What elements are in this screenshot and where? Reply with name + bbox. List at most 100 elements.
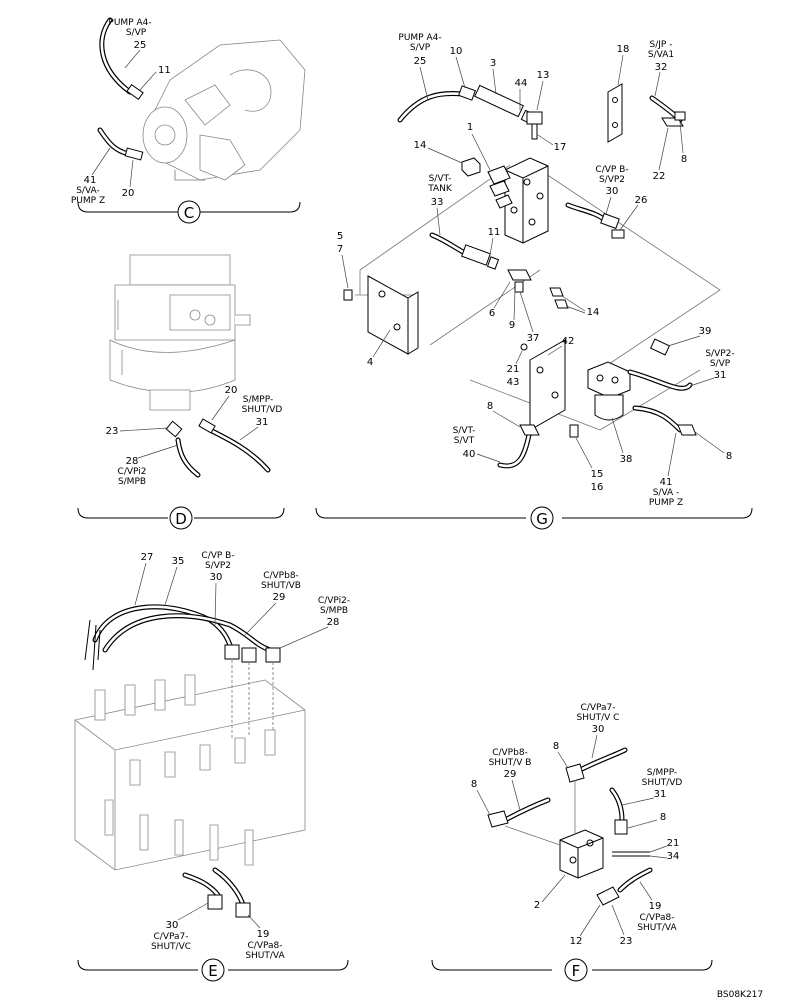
label-pump-a4: PUMP A4- xyxy=(398,33,441,43)
label-c-vpb8: C/VPb8- xyxy=(492,748,528,758)
part-number: 29 xyxy=(273,592,286,603)
label-shut-va: SHUT/VA xyxy=(637,923,677,933)
label-c-vpi2: C/VPi2 xyxy=(118,467,147,477)
part-number: 20 xyxy=(225,385,238,396)
label-c-vpb8: C/VPb8- xyxy=(263,571,299,581)
part-number: 37 xyxy=(527,333,540,344)
label-s-vt: S/VT- xyxy=(453,426,476,436)
part-number: 7 xyxy=(337,244,343,255)
view-tag-f: F xyxy=(572,962,581,980)
pump-sketch-c xyxy=(142,39,306,181)
part-number: 9 xyxy=(509,320,515,331)
part-number: 25 xyxy=(414,56,427,67)
part-number: 8 xyxy=(681,154,687,165)
part-number: 34 xyxy=(667,851,680,862)
label-s-vp2: S/VP2- xyxy=(705,349,734,359)
label-s-vp: S/VP xyxy=(710,359,731,369)
label-s-vp: S/VP xyxy=(410,43,431,53)
part-number: 8 xyxy=(553,741,559,752)
part-number: 4 xyxy=(367,357,373,368)
part-number: 33 xyxy=(431,197,444,208)
part-number: 2 xyxy=(534,900,540,911)
label-s-mpb: S/MPB xyxy=(320,606,348,616)
view-g: PUMP A4- S/VP 25 10 3 44 13 17 18 S/JP -… xyxy=(315,33,753,530)
part-number: 31 xyxy=(654,789,667,800)
view-c: PUMP A4- S/VP 25 11 41 S/VA- PUMP Z 20 C xyxy=(71,17,306,224)
part-number: 22 xyxy=(653,171,666,182)
label-c-vpb: C/VP B- xyxy=(201,551,234,561)
pump-sketch-d xyxy=(109,254,251,411)
part-number: 17 xyxy=(554,142,567,153)
label-shut-vb: SHUT/V B xyxy=(489,758,532,768)
part-number: 30 xyxy=(166,920,179,931)
label-pump-z: PUMP Z xyxy=(649,498,683,508)
part-number: 27 xyxy=(141,552,154,563)
part-number: 26 xyxy=(635,195,648,206)
part-number: 23 xyxy=(620,936,633,947)
part-number: 19 xyxy=(257,929,270,940)
view-tag-c-circle xyxy=(177,200,201,224)
label-shut-vb: SHUT/VB xyxy=(261,581,301,591)
label-s-vp2: S/VP2 xyxy=(599,175,625,185)
view-g-bracket xyxy=(315,507,753,519)
label-shut-vd: SHUT/VD xyxy=(242,405,283,415)
part-number: 40 xyxy=(463,449,476,460)
part-number: 41 xyxy=(660,477,673,488)
part-number: 39 xyxy=(699,326,712,337)
label-shut-vc: SHUT/VC xyxy=(151,942,191,952)
label-c-vpi2: C/VPi2- xyxy=(318,596,350,606)
part-number: 8 xyxy=(487,401,493,412)
part-number: 21 xyxy=(667,838,680,849)
part-number: 14 xyxy=(414,140,427,151)
view-tag-e-circle xyxy=(201,958,225,982)
label-s-va: S/VA- xyxy=(76,186,100,196)
label-s-vt-2: S/VT xyxy=(454,436,475,446)
part-number: 41 xyxy=(84,175,97,186)
part-number: 8 xyxy=(471,779,477,790)
label-pump-a4: PUMP A4- xyxy=(108,18,151,28)
label-s-vp2: S/VP2 xyxy=(205,561,231,571)
label-pump-z: PUMP Z xyxy=(71,196,105,206)
part-number: 3 xyxy=(490,58,496,69)
part-number: 6 xyxy=(489,308,495,319)
part-number: 31 xyxy=(714,370,727,381)
label-s-jp: S/JP - xyxy=(650,40,673,50)
view-d: 20 S/MPP- SHUT/VD 31 23 28 C/VPi2 S/MPB … xyxy=(77,254,285,530)
part-number: 25 xyxy=(134,40,147,51)
label-tank: TANK xyxy=(427,184,453,194)
part-number: 32 xyxy=(655,62,668,73)
label-c-vpa8: C/VPa8- xyxy=(640,913,675,923)
part-number: 28 xyxy=(327,617,340,628)
label-c-vpa8: C/VPa8- xyxy=(248,941,283,951)
view-tag-d: D xyxy=(175,510,187,528)
label-s-vt: S/VT- xyxy=(429,174,452,184)
label-c-vpa7: C/VPa7- xyxy=(581,703,616,713)
view-d-bracket xyxy=(77,507,285,519)
part-number: 29 xyxy=(504,769,517,780)
view-e: 27 35 C/VP B- S/VP2 30 C/VPb8- SHUT/VB 2… xyxy=(74,551,350,982)
part-number: 19 xyxy=(649,901,662,912)
label-s-vp: S/VP xyxy=(126,28,147,38)
part-number: 42 xyxy=(562,336,575,347)
label-c-vpa7: C/VPa7- xyxy=(154,932,189,942)
part-number: 23 xyxy=(106,426,119,437)
part-number: 30 xyxy=(210,572,223,583)
view-tag-e: E xyxy=(208,962,217,980)
part-number: 43 xyxy=(507,377,520,388)
part-number: 30 xyxy=(606,186,619,197)
part-number: 13 xyxy=(537,70,550,81)
part-number: 31 xyxy=(256,417,269,428)
view-tag-d-circle xyxy=(169,506,193,530)
label-shut-vc: SHUT/V C xyxy=(577,713,620,723)
view-tag-g-circle xyxy=(530,506,554,530)
view-f: C/VPa7- SHUT/V C 30 C/VPb8- SHUT/V B 29 … xyxy=(431,703,713,982)
label-shut-vd: SHUT/VD xyxy=(642,778,683,788)
control-valve-sketch-e xyxy=(74,674,306,871)
label-s-va1: S/VA1 xyxy=(648,50,674,60)
part-number: 10 xyxy=(450,46,463,57)
drawing-reference: BS08K217 xyxy=(717,990,763,1000)
view-c-bracket xyxy=(77,201,301,213)
part-number: 30 xyxy=(592,724,605,735)
